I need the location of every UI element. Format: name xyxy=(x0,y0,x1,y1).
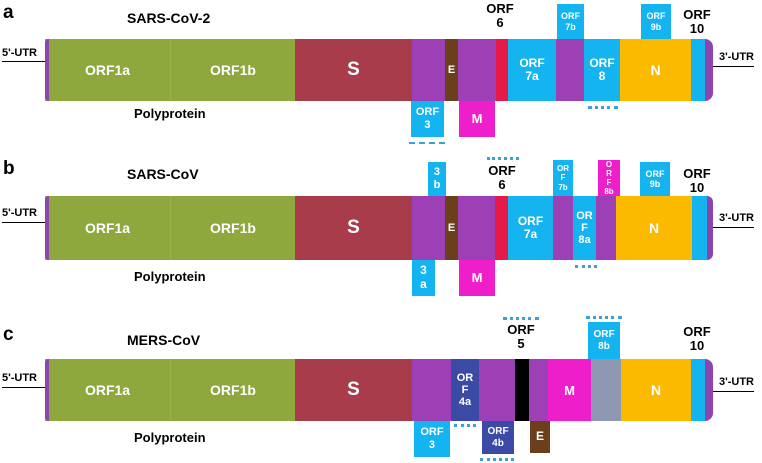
label-orf10: ORF 10 xyxy=(683,324,711,353)
segment-orf1a: ORF1a xyxy=(45,359,170,421)
genome-bar: ORF1a ORF1b S E ORF 7a OR F 8a N xyxy=(45,196,713,260)
segment-orf1a: ORF1a xyxy=(45,39,170,101)
segment-orf1b: ORF1b xyxy=(170,359,295,421)
genome-bar: ORF1a ORF1b S E ORF 7a ORF 8 N xyxy=(45,39,713,101)
box-orf3: ORF 3 xyxy=(411,101,444,137)
segment-orf3-region xyxy=(412,39,445,101)
segment-orf1a: ORF1a xyxy=(45,196,170,260)
utr5-label: 5'-UTR xyxy=(2,47,38,59)
utr3-label: 3'-UTR xyxy=(719,376,755,388)
segment-n: N xyxy=(620,39,691,101)
box-orf9b: ORF 9b xyxy=(640,162,670,196)
utr5-line xyxy=(2,387,46,388)
utr3-line xyxy=(712,391,754,392)
utr3-line xyxy=(712,66,754,67)
segment-orf5 xyxy=(515,359,529,421)
label-orf5: ORF 5 xyxy=(507,322,535,351)
box-3b: 3 b xyxy=(428,162,446,196)
utr5-label: 5'-UTR xyxy=(2,372,38,384)
wavy-marker-orf3 xyxy=(409,142,445,144)
segment-n: N xyxy=(621,359,691,421)
segment-orf7a: ORF 7a xyxy=(508,196,553,260)
dotted-marker-orf8 xyxy=(588,106,618,109)
box-m: M xyxy=(459,101,495,137)
box-orf4b: ORF 4b xyxy=(482,421,514,454)
segment-s: S xyxy=(295,359,412,421)
polyprotein-label: Polyprotein xyxy=(134,106,206,121)
polyprotein-label: Polyprotein xyxy=(134,269,206,284)
virus-name: MERS-CoV xyxy=(127,332,201,348)
cap-left xyxy=(45,196,49,260)
segment-e: E xyxy=(445,39,458,101)
label-orf6: ORF 6 xyxy=(488,163,516,192)
segment-orf3-region xyxy=(412,196,445,260)
panel-letter: a xyxy=(3,2,14,23)
box-e: E xyxy=(530,421,550,453)
segment-orf10 xyxy=(692,196,707,260)
segment-orf7a: ORF 7a xyxy=(508,39,556,101)
segment-orf7b-region xyxy=(556,39,584,101)
box-orf9b: ORF 9b xyxy=(641,4,671,39)
segment-m: M xyxy=(548,359,591,421)
label-orf6: ORF 6 xyxy=(486,1,514,30)
virus-name: SARS-CoV xyxy=(127,166,199,182)
utr3-label: 3'-UTR xyxy=(719,212,755,224)
panel-letter: c xyxy=(3,324,14,345)
cap-left xyxy=(45,39,49,101)
segment-e-region xyxy=(529,359,548,421)
box-orf3: ORF 3 xyxy=(414,421,450,457)
segment-s: S xyxy=(295,39,412,101)
segment-orf6 xyxy=(496,39,508,101)
dotted-marker-orf4b xyxy=(480,458,514,461)
segment-orf8b-region xyxy=(596,196,616,260)
cap-left xyxy=(45,359,49,421)
segment-orf8: ORF 8 xyxy=(584,39,620,101)
segment-s: S xyxy=(295,196,412,260)
cap-right xyxy=(705,359,713,421)
box-orf8b: ORF 8b xyxy=(588,322,620,359)
box-orf7b: ORF 7b xyxy=(557,4,584,39)
segment-m-region xyxy=(458,196,495,260)
utr5-line xyxy=(2,61,46,62)
dotted-marker-orf8b xyxy=(586,316,622,319)
box-m: M xyxy=(459,260,495,296)
utr5-label: 5'-UTR xyxy=(2,207,38,219)
segment-orf1b: ORF1b xyxy=(170,196,295,260)
utr5-line xyxy=(2,222,46,223)
segment-orf10 xyxy=(691,39,705,101)
box-3a: 3 a xyxy=(412,260,435,296)
segment-orf3-region xyxy=(412,359,451,421)
segment-orf8a: OR F 8a xyxy=(573,196,596,260)
panel-letter: b xyxy=(3,158,15,179)
segment-n: N xyxy=(616,196,692,260)
genome-bar: ORF1a ORF1b S OR F 4a M N xyxy=(45,359,713,421)
utr3-line xyxy=(712,227,754,228)
dotted-marker-orf4a xyxy=(454,424,476,427)
label-orf10: ORF 10 xyxy=(683,166,711,195)
segment-m-region xyxy=(458,39,496,101)
dotted-marker-orf6 xyxy=(487,157,519,160)
cap-right xyxy=(707,196,713,260)
segment-orf6 xyxy=(495,196,508,260)
box-orf7b: OR F 7b xyxy=(553,160,573,196)
segment-orf7b-region xyxy=(553,196,573,260)
label-orf10: ORF 10 xyxy=(683,7,711,36)
dotted-marker-orf5 xyxy=(503,317,539,320)
segment-orf4b-region xyxy=(479,359,515,421)
box-orf8b: O R F 8b xyxy=(598,160,620,196)
utr3-label: 3'-UTR xyxy=(719,51,755,63)
segment-orf4a: OR F 4a xyxy=(451,359,479,421)
segment-orf1b: ORF1b xyxy=(170,39,295,101)
virus-name: SARS-CoV-2 xyxy=(127,10,211,26)
polyprotein-label: Polyprotein xyxy=(134,430,206,445)
segment-e: E xyxy=(445,196,458,260)
cap-right xyxy=(705,39,713,101)
segment-orf10 xyxy=(691,359,705,421)
segment-orf8b-region xyxy=(591,359,621,421)
dotted-marker-orf8a xyxy=(575,265,597,268)
